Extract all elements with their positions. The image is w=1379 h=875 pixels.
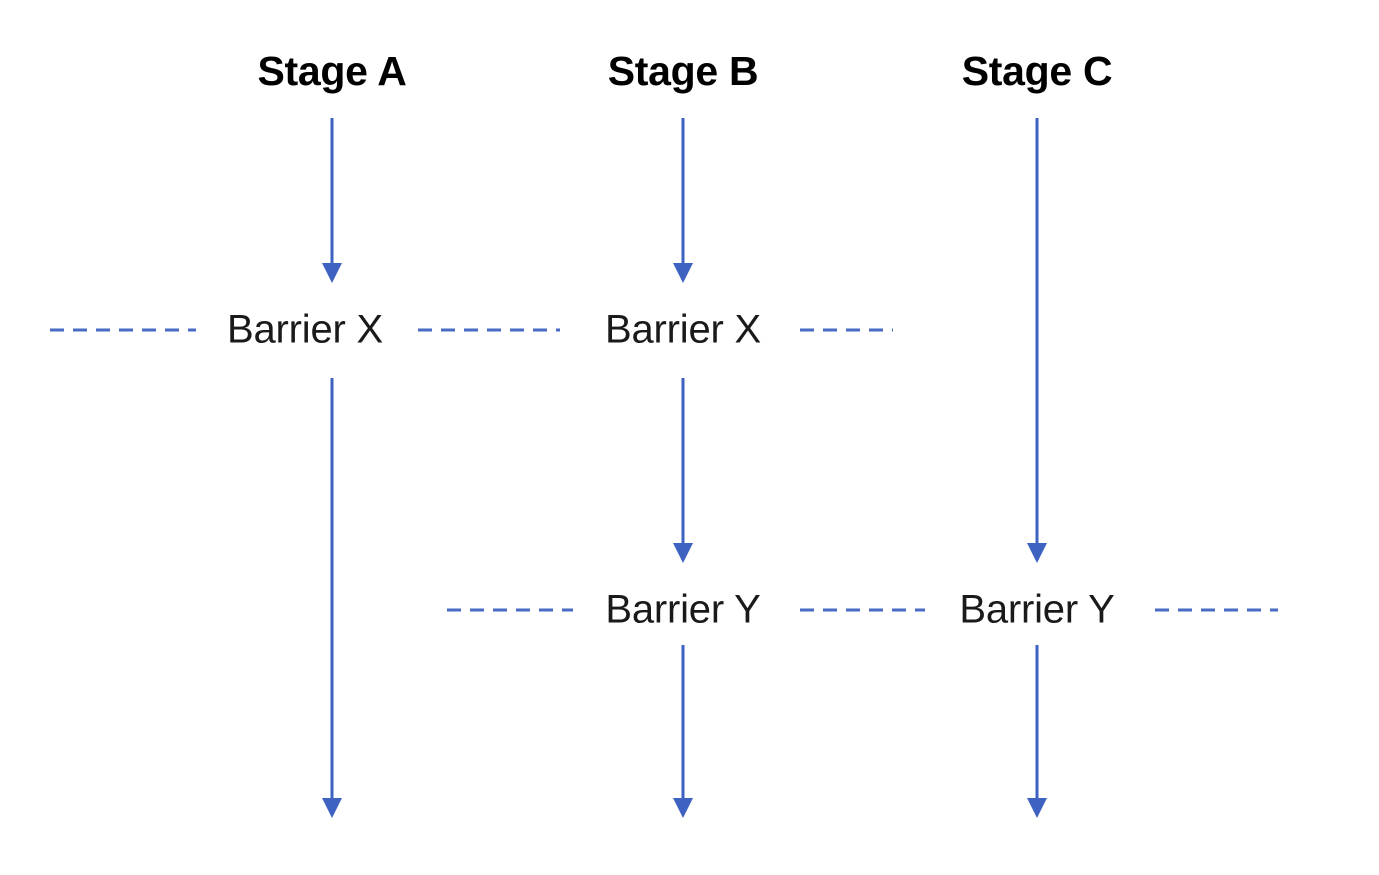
arrow-barrier-y-c-to-bottom: [1027, 645, 1047, 818]
arrow-stage-b-to-barrier-x: [673, 118, 693, 283]
arrow-barrier-x-a-to-bottom: [322, 378, 342, 818]
arrow-barrier-y-b-to-bottom-head: [673, 798, 693, 818]
arrow-stage-c-to-barrier-y: [1027, 118, 1047, 563]
arrow-stage-a-to-barrier-x: [322, 118, 342, 283]
arrow-barrier-x-b-to-barrier-y: [673, 378, 693, 563]
stage-c-header: Stage C: [961, 48, 1113, 94]
stage-a-header: Stage A: [257, 48, 407, 94]
arrow-stage-c-to-barrier-y-head: [1027, 543, 1047, 563]
arrow-stage-a-to-barrier-x-head: [322, 263, 342, 283]
arrow-stage-b-to-barrier-x-head: [673, 263, 693, 283]
barrier-y-stage-c: Barrier Y: [949, 587, 1125, 633]
dashed-connector-group: [50, 328, 1278, 612]
arrow-barrier-y-b-to-bottom: [673, 645, 693, 818]
arrow-barrier-x-a-to-bottom-head: [322, 798, 342, 818]
arrows-group: [322, 118, 1047, 818]
barrier-y-stage-b: Barrier Y: [595, 587, 771, 633]
barrier-x-stage-a: Barrier X: [216, 307, 394, 353]
arrow-barrier-y-c-to-bottom-head: [1027, 798, 1047, 818]
barrier-x-stage-b: Barrier X: [594, 307, 772, 353]
stage-b-header: Stage B: [607, 48, 759, 94]
arrow-barrier-x-b-to-barrier-y-head: [673, 543, 693, 563]
